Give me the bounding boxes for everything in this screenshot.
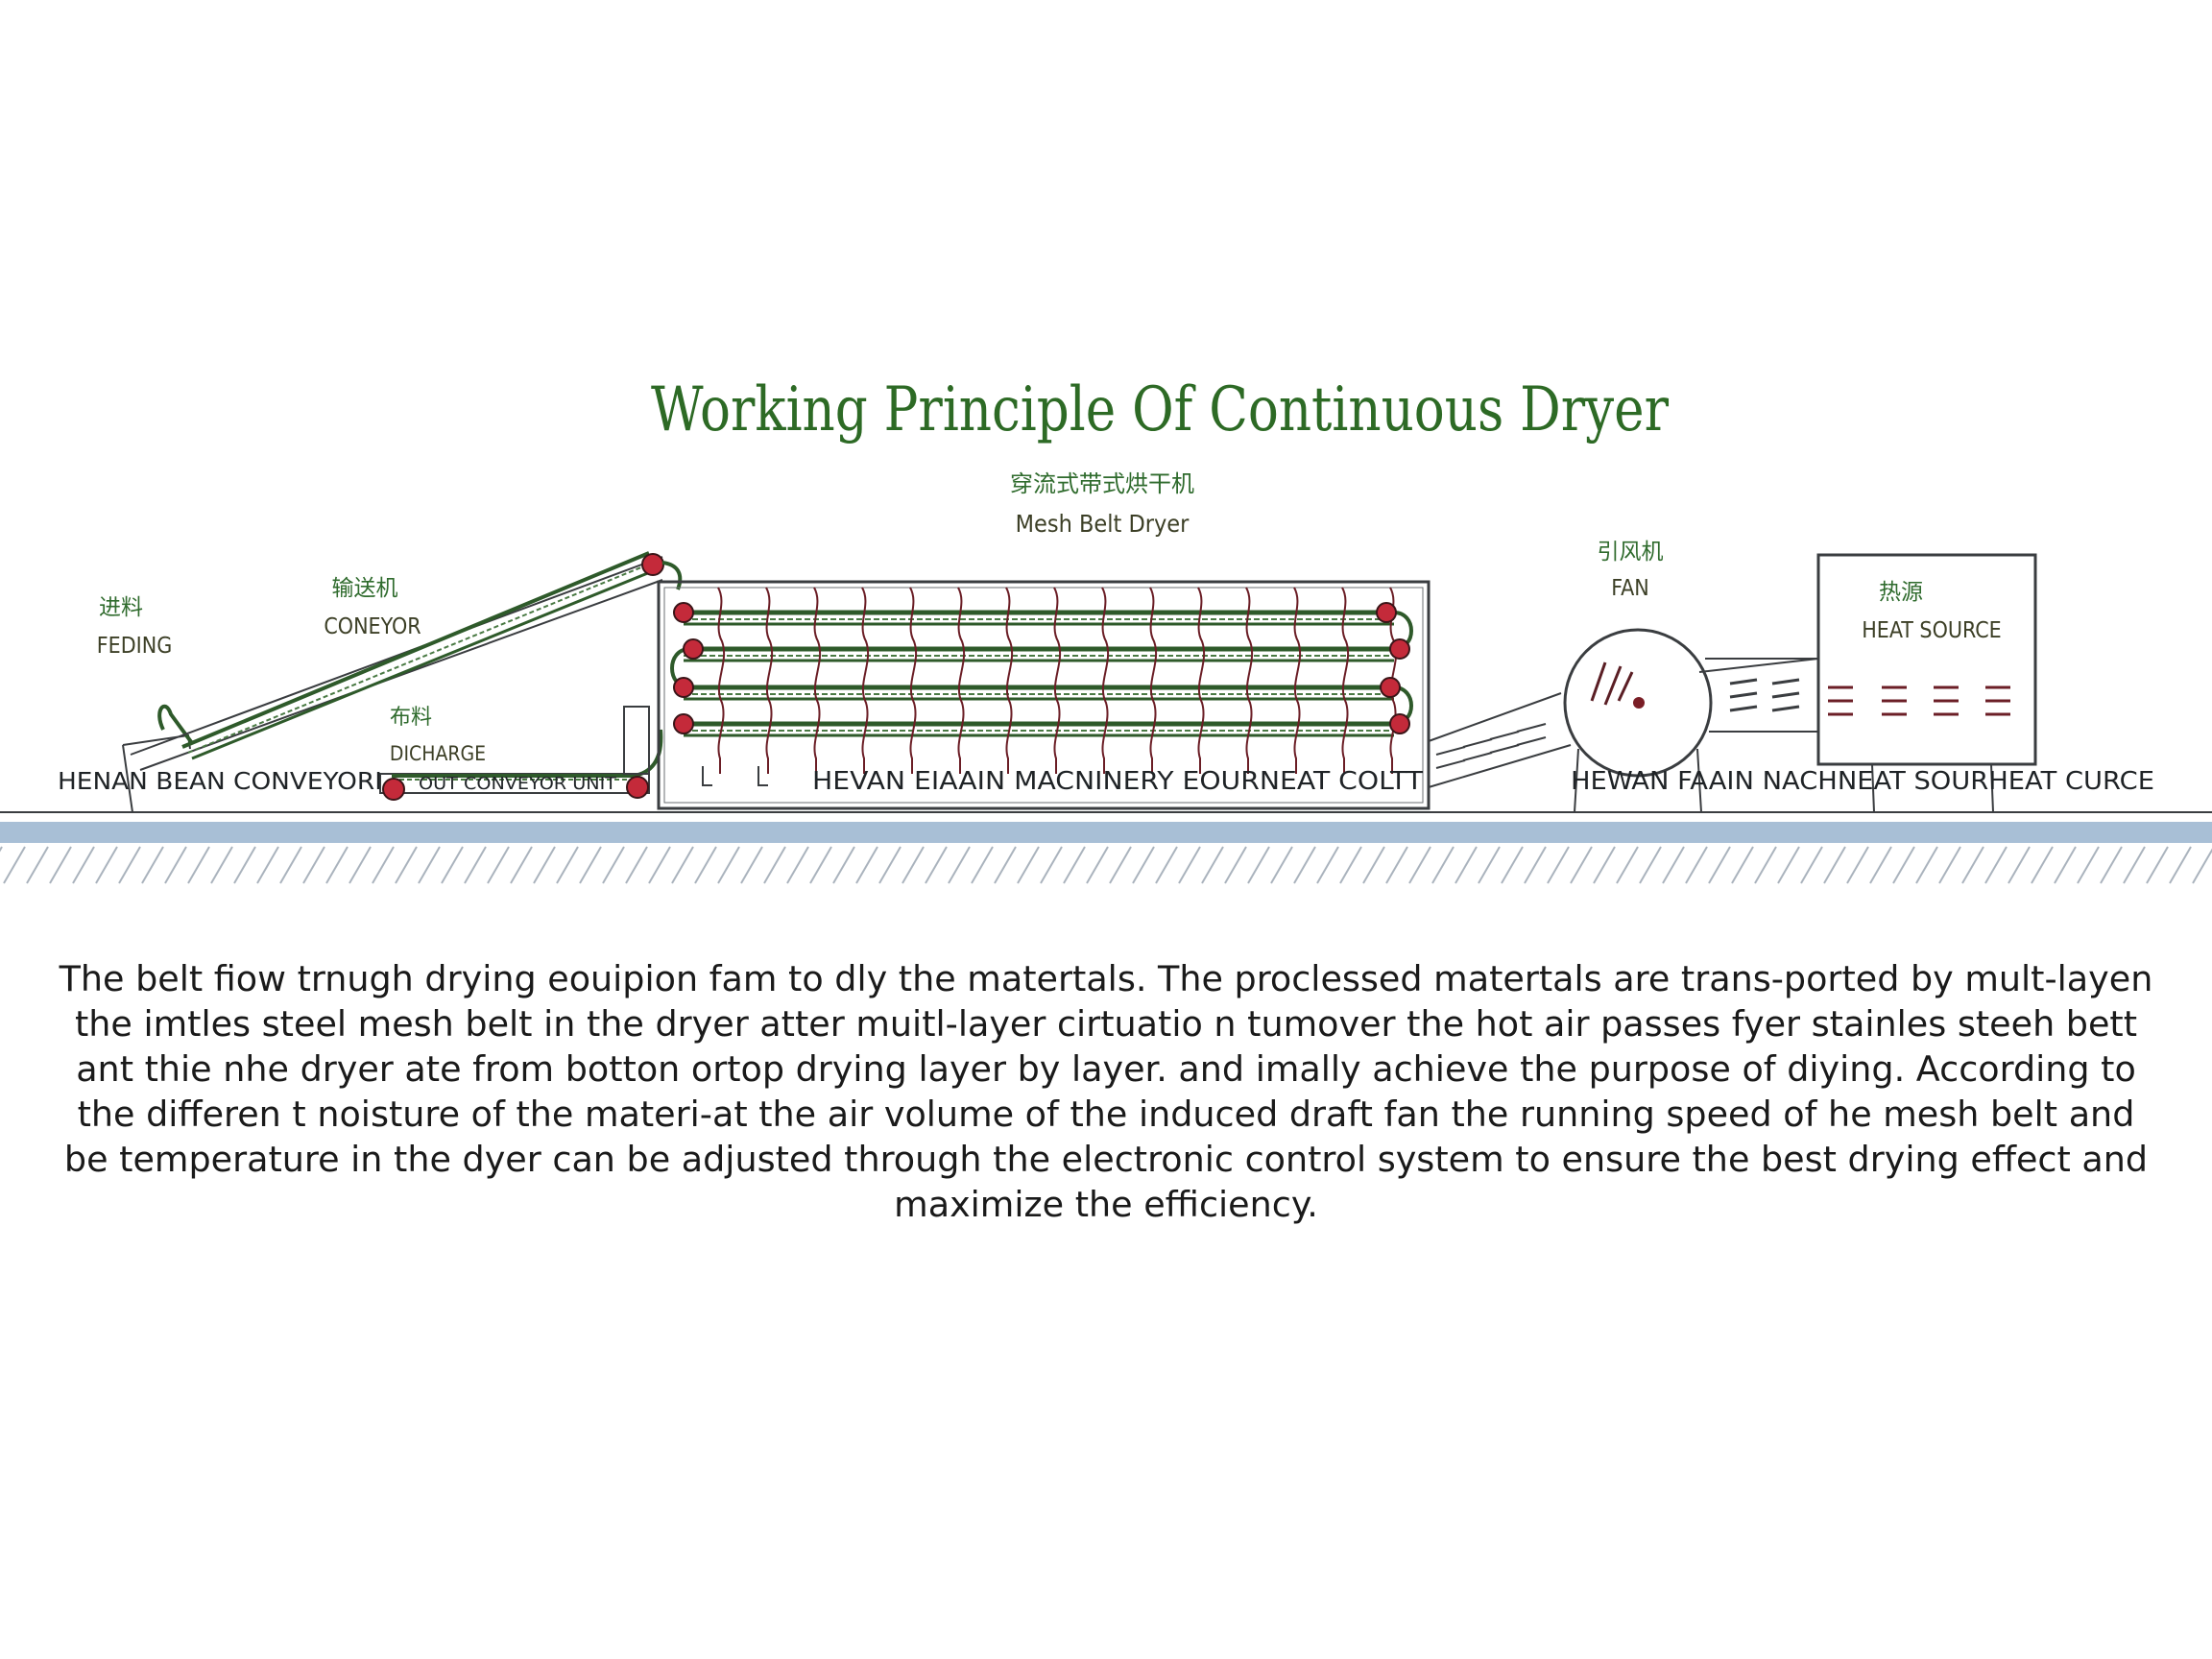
feeding-label-en: FEDING — [97, 634, 173, 659]
conveyor-label-en: CONEYOR — [324, 614, 421, 639]
dryer-roller — [1389, 713, 1410, 734]
discharge-label-en: DICHARGE — [390, 742, 486, 765]
ground-rail — [0, 811, 2212, 884]
heat-source-label-en: HEAT SOURCE — [1862, 618, 2002, 643]
discharge-right-roller — [626, 776, 649, 799]
dryer-belt-layer — [684, 685, 1413, 726]
discharge-left-roller — [382, 778, 405, 801]
dryer-label-en: Mesh Belt Dryer — [1016, 510, 1190, 538]
heat-source: 热源 HEAT SOURCE — [1816, 553, 2037, 813]
fan-label-en: FAN — [1611, 576, 1648, 601]
induced-draft-fan — [1563, 628, 1713, 813]
discharge-conveyor — [379, 706, 663, 801]
dryer-label-cn: 穿流式带式烘干机 — [1010, 470, 1194, 497]
fan-label-cn: 引风机 — [1598, 540, 1664, 565]
conveyor-label-cn: 输送机 — [332, 576, 398, 601]
mesh-belt-dryer — [657, 580, 1431, 810]
dryer-belt-layer — [684, 610, 1413, 651]
dryer-roller — [1380, 677, 1401, 698]
dryer-roller — [673, 713, 694, 734]
feeding-hopper — [122, 704, 194, 813]
discharge-label-cn: 布料 — [390, 706, 432, 730]
baseline-text-left-small: OUT CONVEYOR UNIT — [419, 774, 617, 794]
inclined-conveyor — [130, 551, 683, 771]
feeding-label-cn: 进料 — [99, 595, 143, 620]
heat-source-label-cn: 热源 — [1879, 580, 1923, 605]
baseline-text-middle: HEVAN EIAAIN MACNINERY EOURNEAT COLTT — [812, 767, 1423, 796]
dryer-roller — [673, 602, 694, 623]
dryer-roller — [673, 677, 694, 698]
diagram-title: Working Principle Of Continuous Dryer — [651, 374, 1669, 445]
baseline-text-right: HEWAN FAAIN NACHNEAT SOURHEAT CURCE — [1571, 767, 2154, 796]
dryer-roller — [1389, 638, 1410, 660]
description-paragraph: The belt fiow trnugh drying eouipion fam… — [59, 958, 2153, 1225]
dryer-belt-layer — [670, 646, 1394, 689]
dryer-fan-duct — [1428, 692, 1572, 788]
dryer-roller — [683, 638, 704, 660]
dryer-roller — [1376, 602, 1397, 623]
fan-hub-icon — [1633, 697, 1645, 709]
baseline-text-left: HENAN BEAN CONVEYORI — [58, 767, 382, 795]
dryer-belt-layer — [684, 721, 1394, 737]
fan-heat-duct — [1698, 658, 1819, 733]
conveyor-top-roller — [641, 553, 664, 576]
